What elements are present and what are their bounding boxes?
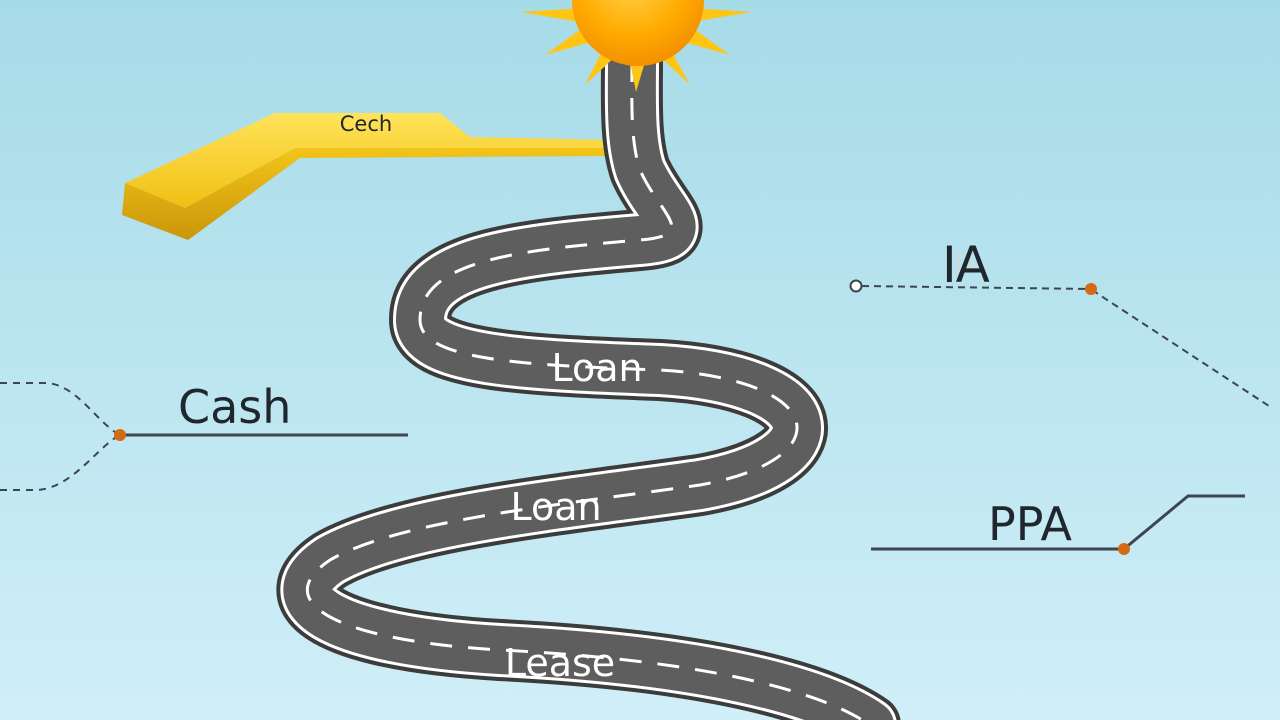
road-label-lease: Lease — [505, 641, 615, 685]
ipa-dashed-line — [861, 285, 1091, 290]
gold-bar-top — [125, 113, 612, 208]
cash-label: Cash — [178, 380, 291, 434]
sun-icon — [520, 0, 752, 92]
gold-bar: Cech — [122, 112, 612, 240]
gold-bar-label: Cech — [340, 112, 392, 136]
ipa-label-i: I — [942, 236, 957, 294]
ppa-label: PPA — [988, 497, 1073, 551]
ipa-branch: IPA — [849, 236, 1273, 409]
gold-bar-front — [122, 148, 612, 240]
cash-branch: Cash — [0, 380, 408, 491]
ppa-rising-line — [1123, 494, 1245, 551]
ipa-start-marker — [849, 279, 863, 293]
ppa-branch: PPA — [871, 494, 1245, 555]
ppa-marker — [1118, 543, 1130, 555]
road-label-loan-2: Loan — [510, 485, 601, 529]
road-label-loan-1: Loan — [551, 346, 642, 390]
ipa-marker — [1085, 283, 1097, 295]
winding-road: Loan Loan Lease — [276, 29, 901, 720]
ipa-label: IPA — [942, 236, 990, 294]
cash-dashed-curve-lower — [0, 435, 119, 491]
road-center-dashes — [306, 59, 866, 720]
ipa-label-a: A — [956, 236, 990, 294]
ipa-label-p: P — [953, 247, 976, 291]
cash-marker — [114, 429, 126, 441]
